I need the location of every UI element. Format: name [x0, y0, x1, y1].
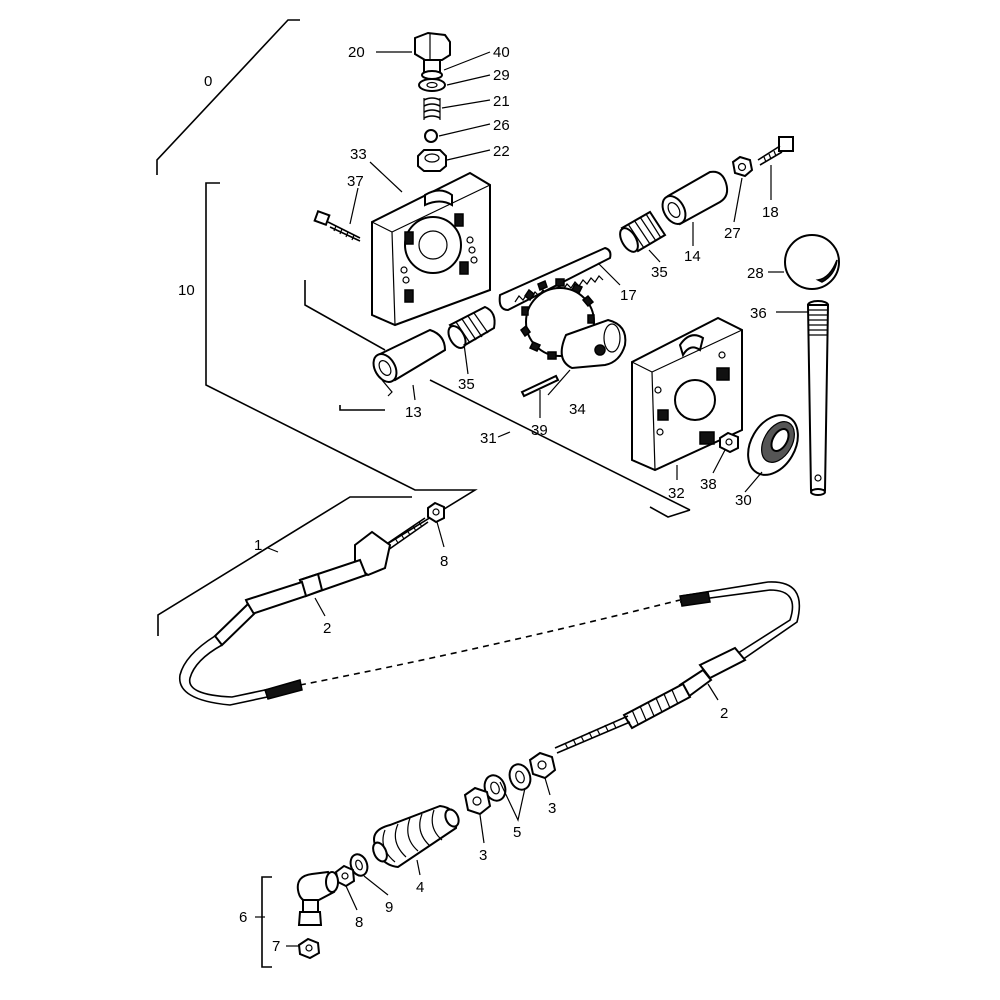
washer-40 — [421, 70, 443, 80]
callout-28: 28 — [747, 265, 764, 282]
ball-26 — [424, 129, 438, 143]
gear-34 — [519, 278, 627, 370]
callout-18: 18 — [762, 204, 779, 221]
screw-37 — [313, 209, 361, 242]
washer-5-a — [508, 763, 532, 791]
callout-14: 14 — [684, 248, 701, 265]
callout-21: 21 — [493, 93, 510, 110]
washer-29 — [418, 78, 446, 92]
callout-13: 13 — [405, 404, 422, 421]
callout-33: 33 — [350, 146, 367, 163]
cable-end-lower — [554, 646, 747, 754]
group-bracket-0 — [156, 19, 300, 175]
callout-26: 26 — [493, 117, 510, 134]
callout-40: 40 — [493, 44, 510, 61]
callout-31: 31 — [480, 430, 497, 447]
screw-18 — [757, 136, 794, 166]
spring-21 — [423, 97, 441, 120]
callout-10: 10 — [178, 282, 195, 299]
washer-9 — [349, 853, 369, 877]
callout-32: 32 — [668, 485, 685, 502]
bolt-20 — [414, 31, 451, 73]
callout-20: 20 — [348, 44, 365, 61]
nut-8-upper — [427, 501, 445, 524]
nut-3-left — [463, 786, 492, 816]
callout-5: 5 — [513, 824, 521, 841]
callout-30: 30 — [735, 492, 752, 509]
nut-27 — [731, 155, 754, 178]
lever-36 — [806, 300, 830, 496]
pin-39 — [520, 374, 560, 398]
callout-6: 6 — [239, 909, 247, 926]
group-bracket-1 — [157, 496, 412, 636]
control-cable — [179, 581, 801, 706]
threaded-sleeve-35-lower — [447, 305, 496, 349]
callout-1: 1 — [254, 537, 262, 554]
callout-2-lower: 2 — [720, 705, 728, 722]
callout-8-lower: 8 — [355, 914, 363, 931]
bellows-4 — [372, 804, 460, 869]
callout-4: 4 — [416, 879, 424, 896]
callout-17: 17 — [620, 287, 637, 304]
callout-labels: 0 10 20 40 29 21 26 22 33 37 18 27 14 35… — [178, 44, 779, 955]
callout-37: 37 — [347, 173, 364, 190]
group-bracket-6 — [261, 876, 272, 968]
callout-3-right: 3 — [548, 800, 556, 817]
callout-3-left: 3 — [479, 847, 487, 864]
nut-38 — [719, 431, 739, 454]
boot-30 — [747, 414, 799, 476]
callout-0: 0 — [204, 73, 212, 90]
callout-22: 22 — [493, 143, 510, 160]
sleeve-13 — [372, 328, 447, 397]
housing-33 — [371, 171, 491, 327]
callout-38: 38 — [700, 476, 717, 493]
callout-27: 27 — [724, 225, 741, 242]
callout-8-upper: 8 — [440, 553, 448, 570]
callout-34: 34 — [569, 401, 586, 418]
group-bracket-31 — [304, 280, 691, 518]
callout-9: 9 — [385, 899, 393, 916]
nut-3-right — [528, 751, 557, 780]
cable-end-upper — [213, 517, 429, 647]
callout-35-upper: 35 — [651, 264, 668, 281]
leader-lines — [255, 51, 808, 947]
callout-36: 36 — [750, 305, 767, 322]
callout-29: 29 — [493, 67, 510, 84]
sleeve-14 — [661, 170, 729, 226]
nut-22 — [417, 149, 447, 172]
nut-7 — [297, 937, 321, 960]
callout-2-upper: 2 — [323, 620, 331, 637]
ball-joint-6 — [296, 870, 339, 926]
housing-32 — [631, 316, 743, 472]
knob-28 — [784, 234, 840, 290]
threaded-sleeve-35-upper — [619, 210, 667, 253]
nut-8-lower — [334, 864, 356, 888]
callout-35-lower: 35 — [458, 376, 475, 393]
callout-7: 7 — [272, 938, 280, 955]
callout-39: 39 — [531, 422, 548, 439]
group-bracket-10 — [205, 182, 478, 571]
